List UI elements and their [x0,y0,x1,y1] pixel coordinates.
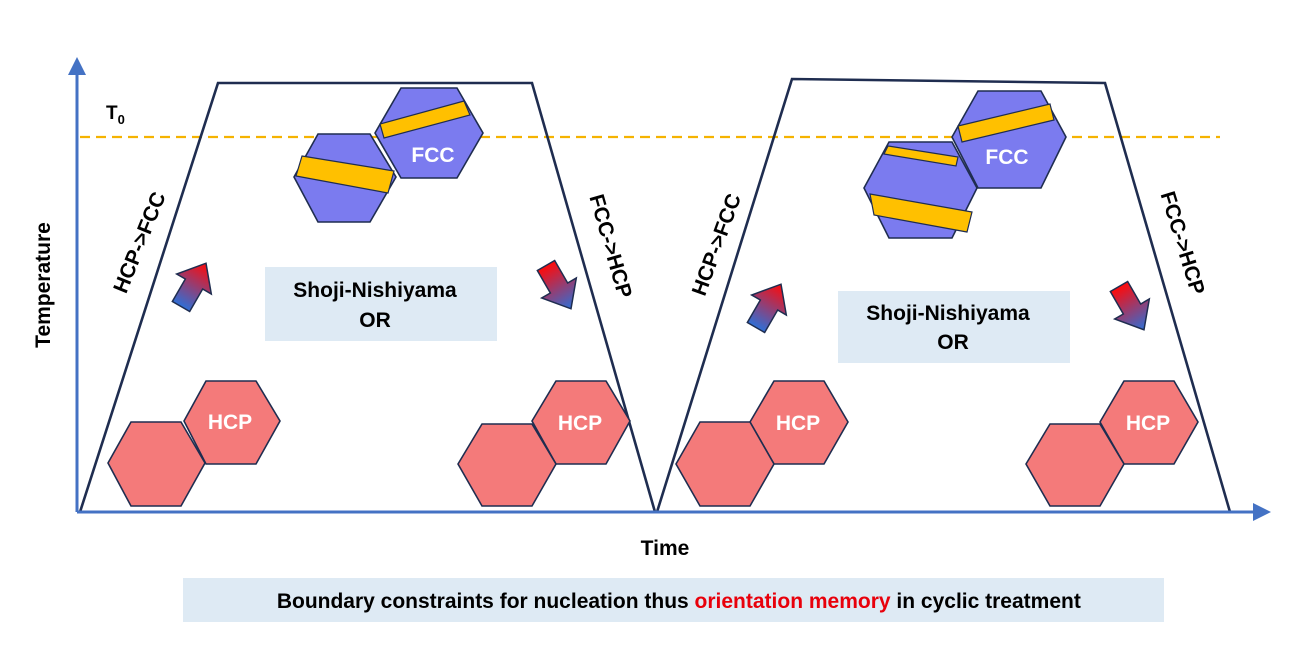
hcp-label-right: HCP [1126,412,1170,435]
caption-text: Boundary constraints for nucleation thus… [248,590,1099,613]
heating-label: HCP->FCC [688,191,746,299]
or-label-box [838,291,1070,363]
cycle-1: HCP->FCC FCC->HCP Shoji-Nishiyama OR FCC… [107,87,636,507]
cooling-label: FCC->HCP [584,192,636,301]
hcp-grain-pair-right: HCP [457,380,631,507]
y-axis-label: Temperature [32,222,55,348]
t0-label-main: T [106,103,118,124]
caption-part1: Boundary constraints for nucleation thus [277,590,695,613]
hcp-grain-pair-left: HCP [675,380,849,507]
caption-highlight: orientation memory [695,590,891,613]
t0-label-subscript: 0 [118,112,125,127]
hcp-hexagon-front [457,423,557,507]
fcc-label: FCC [985,146,1028,169]
or-label-line2: OR [359,309,391,332]
or-label-box [265,267,497,341]
t0-label: T0 [106,103,125,127]
hcp-label-right: HCP [558,412,602,435]
x-axis-label: Time [641,537,690,560]
hcp-hexagon-front [675,421,775,507]
fcc-band-lower [295,155,395,194]
fcc-grain-pair: FCC [863,90,1067,239]
hcp-grain-pair-right: HCP [1025,380,1199,507]
fcc-grain-pair: FCC [293,87,484,223]
cooling-arrow-icon [536,259,578,310]
hcp-grain-pair-left: HCP [107,380,281,507]
cycle-2: HCP->FCC FCC->HCP Shoji-Nishiyama OR FCC… [675,90,1209,507]
hcp-hexagon-front [107,421,206,507]
fcc-band-upper [379,100,471,139]
caption-box [183,578,1164,622]
or-label-line1: Shoji-Nishiyama [293,279,457,302]
hcp-hexagon-front [1025,423,1125,507]
fcc-band-lower-thin [883,145,959,167]
or-label-line2: OR [937,331,969,354]
heating-arrow-icon [746,283,788,334]
hcp-label-left: HCP [208,411,252,434]
or-label-line1: Shoji-Nishiyama [866,302,1030,325]
caption-part2: in cyclic treatment [891,590,1081,613]
fcc-band-lower [869,193,973,233]
hcp-hexagon-back [183,380,281,465]
hcp-label-left: HCP [776,412,820,435]
heating-arrow-icon [171,262,213,313]
cooling-arrow-icon [1109,280,1151,331]
heating-label: HCP->FCC [109,189,170,297]
fcc-label: FCC [411,144,454,167]
fcc-band-upper [957,103,1055,143]
